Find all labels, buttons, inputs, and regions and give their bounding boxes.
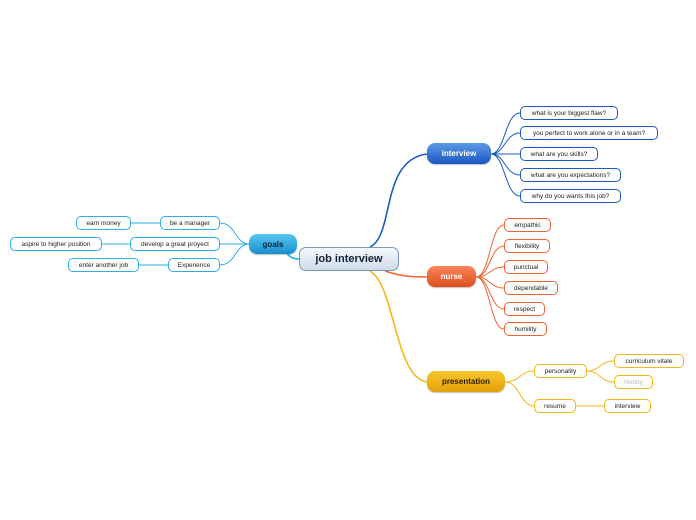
link-interview-q1 xyxy=(490,112,521,155)
nurse-quality[interactable]: flexibility xyxy=(504,239,550,253)
link-personality-hobby xyxy=(586,370,615,383)
nurse-quality[interactable]: humility xyxy=(504,322,547,336)
nurse-quality[interactable]: punctual xyxy=(504,260,548,274)
interview-question[interactable]: what is your biggest flaw? xyxy=(520,106,618,120)
link-nurse-3 xyxy=(475,266,505,278)
link-presentation-resume xyxy=(504,381,535,407)
nurse-quality[interactable]: empathic xyxy=(504,218,551,232)
goal-subtopic[interactable]: develop a great proyect xyxy=(130,237,220,251)
interview-question[interactable]: why do you wants this job? xyxy=(520,189,621,203)
link-nurse-1 xyxy=(475,224,505,278)
topic-nurse[interactable]: nurse xyxy=(427,266,476,287)
interview-question[interactable]: what are you skills? xyxy=(520,147,598,161)
resume-detail[interactable]: interview xyxy=(604,399,651,413)
central-topic[interactable]: job interview xyxy=(299,247,399,271)
goal-detail[interactable]: aspire to higher position xyxy=(10,237,102,251)
goal-detail[interactable]: enter another job xyxy=(68,258,139,272)
nurse-quality[interactable]: dependable xyxy=(504,281,558,295)
link-central-presentation xyxy=(369,270,428,383)
link-presentation-personality xyxy=(504,370,535,383)
topic-goals[interactable]: goals xyxy=(249,234,297,254)
personality-detail[interactable]: Hobby xyxy=(614,375,653,389)
interview-question[interactable]: what are you expectations? xyxy=(520,168,621,182)
goal-detail[interactable]: earn money xyxy=(76,216,131,230)
goal-subtopic[interactable]: be a manager xyxy=(160,216,220,230)
link-interview-q4 xyxy=(490,153,521,176)
nurse-quality[interactable]: respect xyxy=(504,302,545,316)
link-nurse-6 xyxy=(475,276,505,330)
topic-interview[interactable]: interview xyxy=(427,143,491,164)
presentation-resume[interactable]: resume xyxy=(534,399,576,413)
interview-question[interactable]: you perfect to work alone or in a team? xyxy=(520,126,658,140)
link-central-nurse xyxy=(384,270,428,278)
link-interview-q5 xyxy=(490,153,521,197)
link-personality-cv xyxy=(586,360,615,372)
link-central-interview xyxy=(369,153,428,248)
personality-detail[interactable]: curriculum vitale xyxy=(614,354,684,368)
topic-presentation[interactable]: presentation xyxy=(427,371,505,392)
link-interview-q2 xyxy=(490,132,521,155)
link-goals-manager xyxy=(219,222,250,245)
goal-subtopic[interactable]: Experience xyxy=(168,258,220,272)
link-goals-experience xyxy=(219,243,250,266)
presentation-personality[interactable]: personality xyxy=(534,364,587,378)
link-nurse-2 xyxy=(475,245,505,278)
